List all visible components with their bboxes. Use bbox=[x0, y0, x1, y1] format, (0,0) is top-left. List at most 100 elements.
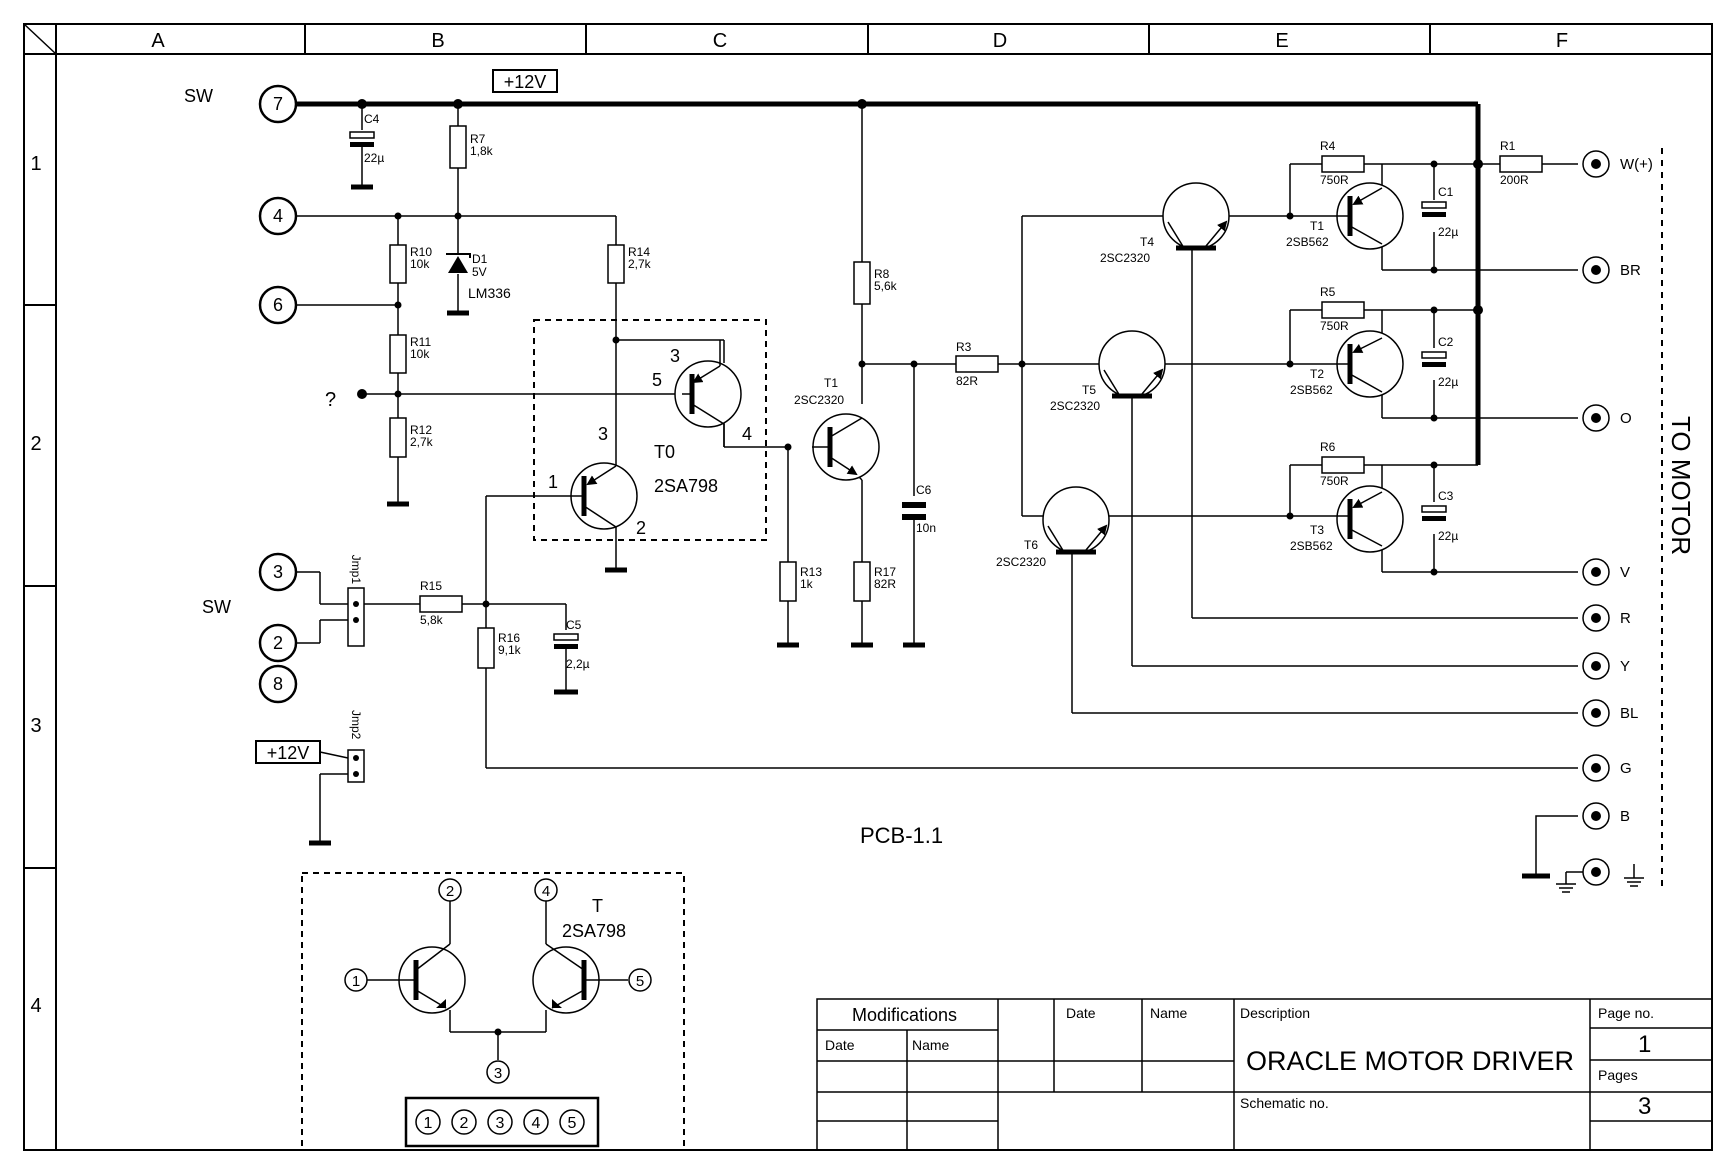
svg-text:C6: C6 bbox=[916, 483, 932, 497]
title-block bbox=[816, 998, 1713, 1151]
svg-text:3: 3 bbox=[496, 1115, 505, 1132]
resistor-r16: R16 9,1k bbox=[477, 627, 522, 669]
title-block-modifications: Modifications bbox=[852, 1005, 957, 1025]
row-label-1: 1 bbox=[30, 153, 41, 175]
output-g: G bbox=[1582, 754, 1632, 782]
resistor-r15: R15 5,8k bbox=[419, 579, 463, 627]
resistor-r13: R13 1k bbox=[777, 561, 822, 648]
title-block-name2: Name bbox=[1150, 1005, 1188, 1021]
svg-text:2SB562: 2SB562 bbox=[1290, 383, 1333, 397]
svg-text:R1: R1 bbox=[1500, 139, 1516, 153]
ground-symbol-icon bbox=[1556, 864, 1644, 893]
svg-text:5,8k: 5,8k bbox=[420, 613, 444, 627]
svg-text:750R: 750R bbox=[1320, 173, 1349, 187]
pinout-inset: T 2SA798 bbox=[344, 878, 652, 1148]
svg-text:5,6k: 5,6k bbox=[874, 279, 898, 293]
svg-text:T1: T1 bbox=[1310, 219, 1324, 233]
output-v: V bbox=[1582, 558, 1630, 586]
zener-diode-d1: D1 5V LM336 bbox=[446, 252, 511, 301]
to-motor-label: TO MOTOR bbox=[1666, 416, 1696, 555]
svg-text:R: R bbox=[1620, 610, 1631, 627]
svg-text:5V: 5V bbox=[472, 265, 487, 279]
pcb-label: PCB-1.1 bbox=[860, 823, 943, 848]
t0-name: T0 bbox=[654, 442, 675, 462]
svg-text:82R: 82R bbox=[956, 374, 978, 388]
svg-text:R4: R4 bbox=[1320, 139, 1336, 153]
svg-text:R7: R7 bbox=[470, 132, 486, 146]
col-label-f: F bbox=[1556, 30, 1568, 52]
transistor-t0-upper bbox=[674, 340, 742, 447]
col-label-a: A bbox=[151, 30, 165, 52]
output-r: R bbox=[1582, 604, 1631, 632]
output-w: W(+) bbox=[1582, 150, 1653, 178]
svg-text:3: 3 bbox=[670, 346, 680, 366]
output-y: Y bbox=[1582, 652, 1630, 680]
svg-text:2,2µ: 2,2µ bbox=[566, 657, 590, 671]
svg-text:2SB562: 2SB562 bbox=[1286, 235, 1329, 249]
svg-text:1,8k: 1,8k bbox=[470, 144, 494, 158]
row-labels: 1 2 3 4 bbox=[30, 153, 41, 1017]
svg-text:T3: T3 bbox=[1310, 523, 1324, 537]
transistor-tt2: T2 2SB562 bbox=[1290, 330, 1404, 398]
svg-text:2: 2 bbox=[636, 518, 646, 538]
svg-text:R5: R5 bbox=[1320, 285, 1336, 299]
svg-text:4: 4 bbox=[542, 883, 550, 900]
junction-dots-mid bbox=[784, 360, 1026, 451]
title-block-date: Date bbox=[825, 1037, 855, 1053]
row-label-4: 4 bbox=[30, 995, 41, 1017]
svg-text:22µ: 22µ bbox=[364, 151, 384, 165]
svg-text:5: 5 bbox=[652, 370, 662, 390]
pin-8 bbox=[258, 664, 298, 704]
svg-text:R6: R6 bbox=[1320, 440, 1336, 454]
svg-text:LM336: LM336 bbox=[468, 285, 511, 301]
svg-text:G: G bbox=[1620, 760, 1632, 777]
t0-pin-labels: 3 5 4 3 1 2 bbox=[548, 346, 752, 538]
svg-text:R8: R8 bbox=[874, 267, 890, 281]
title-block-page-no-label: Page no. bbox=[1598, 1005, 1654, 1021]
output-b: B bbox=[1522, 802, 1630, 879]
svg-text:T5: T5 bbox=[1082, 383, 1096, 397]
transistor-t5: T5 2SC2320 bbox=[1050, 330, 1166, 413]
transistor-t1-driver: T1 2SC2320 bbox=[794, 376, 880, 481]
transistor-tt3: T3 2SB562 bbox=[1290, 485, 1404, 553]
title-block-pages-label: Pages bbox=[1598, 1067, 1638, 1083]
title-block-page-no-value: 1 bbox=[1638, 1031, 1651, 1058]
svg-text:10k: 10k bbox=[410, 347, 430, 361]
svg-text:R16: R16 bbox=[498, 631, 520, 645]
grounds-left bbox=[351, 184, 627, 573]
plus12v-label-left: +12V bbox=[255, 740, 321, 764]
title-block-description-label: Description bbox=[1240, 1005, 1310, 1021]
output-br: BR bbox=[1582, 256, 1641, 284]
svg-text:T2: T2 bbox=[1310, 367, 1324, 381]
resistor-r7: R7 1,8k bbox=[449, 125, 494, 169]
svg-text:2SC2320: 2SC2320 bbox=[794, 393, 844, 407]
svg-text:3: 3 bbox=[598, 424, 608, 444]
svg-text:+12V: +12V bbox=[267, 743, 310, 763]
svg-text:T1: T1 bbox=[824, 376, 838, 390]
column-labels: A B C D E F bbox=[151, 30, 1568, 52]
input-pins bbox=[258, 84, 298, 704]
svg-text:1k: 1k bbox=[800, 577, 814, 591]
sw-label-top: SW bbox=[184, 86, 213, 106]
jumper-jmp1: Jmp1 bbox=[347, 555, 365, 647]
output-ground bbox=[1556, 858, 1644, 893]
svg-text:Jmp2: Jmp2 bbox=[349, 710, 363, 740]
svg-text:2SA798: 2SA798 bbox=[562, 921, 626, 941]
svg-text:R13: R13 bbox=[800, 565, 822, 579]
svg-text:O: O bbox=[1620, 410, 1632, 427]
svg-text:R3: R3 bbox=[956, 340, 972, 354]
svg-text:22µ: 22µ bbox=[1438, 225, 1458, 239]
svg-text:1: 1 bbox=[352, 973, 360, 990]
col-label-d: D bbox=[993, 30, 1007, 52]
svg-text:R17: R17 bbox=[874, 565, 896, 579]
svg-text:T6: T6 bbox=[1024, 538, 1038, 552]
resistor-r11: R11 10k bbox=[389, 334, 431, 374]
svg-text:5: 5 bbox=[636, 973, 644, 990]
title-block-name: Name bbox=[912, 1037, 950, 1053]
resistor-r6: R6 750R bbox=[1320, 440, 1365, 488]
resistor-r5: R5 750R bbox=[1320, 285, 1365, 333]
svg-text:2,7k: 2,7k bbox=[628, 257, 652, 271]
resistor-r14: R14 2,7k bbox=[607, 244, 652, 284]
resistor-r4: R4 750R bbox=[1320, 139, 1365, 187]
